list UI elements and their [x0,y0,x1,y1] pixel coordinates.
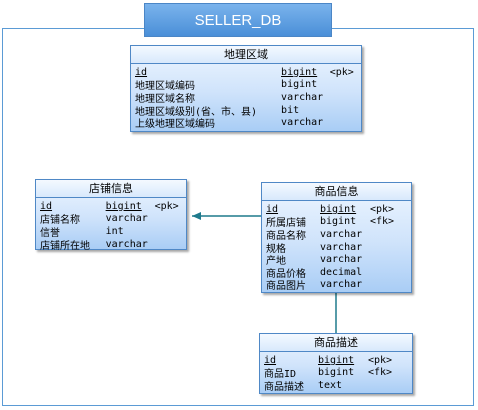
column-name: 商品描述 [264,381,304,393]
column-key: <pk> [368,354,393,366]
column-row[interactable]: id bigint <pk> [40,200,182,213]
table-title: 商品信息 [262,183,411,201]
column-name: 地理区域名称 [135,93,195,105]
column-type: decimal [320,266,363,278]
column-name: id [264,354,277,366]
column-key: <pk> [154,200,179,212]
column-name: 商品图片 [266,281,306,293]
column-name: 店铺所在地 [40,240,90,252]
column-row[interactable]: id bigint <pk> [135,66,357,79]
column-row[interactable]: 地理区域名称 varchar [135,91,357,105]
column-name: id [266,203,279,215]
column-type: bigint [320,203,357,215]
table-desc[interactable]: 商品描述 id bigint <pk> 商品ID bigint <fk> 商品描述 text [259,333,413,394]
table-product[interactable]: 商品信息 id bigint <pk> 所属店铺 bigint <fk> 商品名称 varch… [261,182,412,293]
column-key: <fk> [370,216,395,228]
table-title: 商品描述 [260,334,412,352]
table-shop[interactable]: 店铺信息 id bigint <pk> 店铺名称 varchar 信誉 int 店铺所在地 va… [35,179,187,252]
column-type: bit [281,104,300,116]
column-key: <fk> [368,367,393,379]
column-row[interactable]: id bigint <pk> [266,203,407,216]
column-row[interactable]: 产地 varchar [266,253,407,268]
column-row[interactable]: 商品图片 varchar [266,279,407,292]
column-type: bigint [105,200,142,212]
column-name: 商品ID [264,369,297,381]
column-name: id [40,200,53,212]
column-row[interactable]: 商品ID bigint <fk> [264,367,408,380]
column-type: bigint [320,216,357,228]
column-type: varchar [281,91,324,103]
column-type: bigint [281,79,318,91]
column-name: id [135,66,148,78]
column-row[interactable]: 地理区域编码 bigint [135,79,357,92]
column-row[interactable]: 信誉 int [40,225,182,239]
table-title: 店铺信息 [36,180,186,198]
column-row[interactable]: 商品价格 decimal [266,266,407,280]
column-type: bigint [318,367,355,379]
column-type: int [105,225,124,237]
column-row[interactable]: 商品名称 varchar [266,228,407,242]
column-name: 所属店铺 [266,218,306,230]
column-type: varchar [105,213,148,225]
column-name: 地理区域级别(省、市、县) [135,106,258,118]
table-title: 地理区域 [131,46,361,64]
column-row[interactable]: 上级地理区域编码 varchar [135,116,357,131]
column-row[interactable]: 所属店铺 bigint <fk> [266,216,407,229]
column-type: varchar [320,279,363,291]
column-row[interactable]: id bigint <pk> [264,354,408,367]
column-name: 上级地理区域编码 [135,119,215,131]
column-type: text [318,379,343,391]
column-name: 商品价格 [266,268,306,280]
column-type: bigint [281,66,318,78]
column-row[interactable]: 规格 varchar [266,241,407,255]
column-name: 产地 [266,256,286,268]
table-region[interactable]: 地理区域 id bigint <pk> 地理区域编码 bigint 地理区域名称 varch… [130,45,362,132]
database-name-tab[interactable]: SELLER_DB [144,3,332,37]
column-type: varchar [320,228,363,240]
column-type: varchar [105,238,148,250]
column-row[interactable]: 店铺所在地 varchar [40,238,182,252]
column-row[interactable]: 地理区域级别(省、市、县) bit [135,104,357,118]
column-name: 信誉 [40,227,60,239]
column-row[interactable]: 店铺名称 varchar [40,213,182,226]
column-name: 地理区域编码 [135,81,195,93]
column-name: 商品名称 [266,230,306,242]
column-type: varchar [320,254,363,266]
column-name: 店铺名称 [40,215,80,227]
column-name: 规格 [266,243,286,255]
column-type: bigint [318,354,355,366]
column-type: varchar [281,117,324,129]
column-key: <pk> [329,66,354,78]
column-key: <pk> [370,203,395,215]
column-type: varchar [320,241,363,253]
column-row[interactable]: 商品描述 text [264,379,408,393]
